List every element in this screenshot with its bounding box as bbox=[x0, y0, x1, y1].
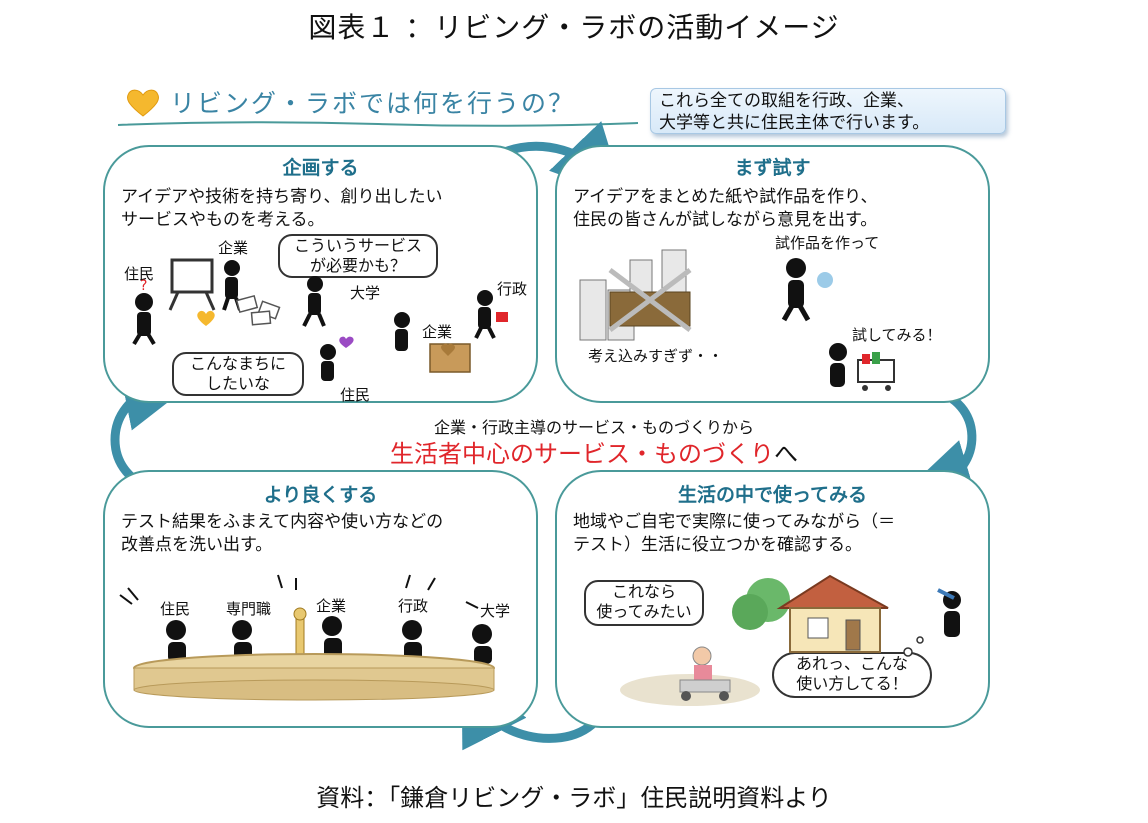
center-big-red: 生活者中心のサービス・ものづくり bbox=[390, 440, 774, 468]
tree-icon bbox=[732, 578, 790, 630]
label-overthink: 考え込みすぎず・・ bbox=[588, 347, 724, 365]
source-caption: 資料：「鎌倉リビング・ラボ」住民説明資料より bbox=[316, 784, 832, 812]
plan-thought-bubble: こんなまちに したいな bbox=[172, 352, 304, 396]
box-icon bbox=[429, 343, 471, 373]
plan-thought-line-2: したいな bbox=[205, 374, 270, 393]
use-thought-line-1: あれっ、こんな bbox=[795, 654, 908, 673]
person-shopping-cart-icon bbox=[829, 343, 847, 387]
person-telescope-icon bbox=[937, 588, 961, 637]
person-maker-icon bbox=[781, 258, 833, 322]
label-resident-2: 住民 bbox=[340, 386, 371, 404]
label-make-prototype: 試作品を作って bbox=[775, 234, 880, 252]
plan-speech-bubble: こういうサービス が必要かも？ bbox=[278, 234, 438, 278]
use-bubble-line-2: 使ってみたい bbox=[596, 602, 692, 621]
panel-plan-title: 企画する bbox=[282, 157, 359, 179]
panel-plan-desc-1: アイデアや技術を持ち寄り、創り出したい bbox=[121, 187, 443, 207]
giraffe-icon bbox=[293, 607, 307, 657]
small-heart-icon bbox=[197, 310, 215, 326]
label-resident-1: 住民 bbox=[124, 265, 155, 283]
panel-improve-title: より良くする bbox=[263, 484, 378, 506]
label-company-2: 企業 bbox=[422, 323, 453, 341]
label-improve-company: 企業 bbox=[316, 597, 347, 615]
label-improve-expert: 専門職 bbox=[226, 600, 272, 618]
use-bubble-line-1: これなら bbox=[611, 582, 676, 601]
label-government-1: 行政 bbox=[497, 280, 528, 298]
note-line-1: これら全ての取組を行政、企業、 bbox=[659, 91, 914, 111]
label-improve-resident: 住民 bbox=[160, 600, 191, 618]
meeting-people-icon bbox=[166, 616, 492, 664]
figure-title: 図表１ ：リビング・ラボの活動イメージ bbox=[308, 11, 840, 44]
heading-underline bbox=[117, 121, 639, 127]
panel-plan-desc-2: サービスやものを考える。 bbox=[121, 210, 325, 230]
purple-heart-icon bbox=[339, 336, 354, 348]
easel-icon bbox=[168, 258, 216, 311]
plan-illustration: ? bbox=[132, 258, 508, 381]
label-improve-government: 行政 bbox=[398, 597, 429, 615]
person-resident-icon bbox=[132, 293, 156, 346]
person-resident-2-icon bbox=[320, 344, 336, 381]
person-company-icon bbox=[222, 260, 242, 311]
use-speech-bubble: これなら 使ってみたい bbox=[584, 580, 704, 626]
center-big-text: 生活者中心のサービス・ものづくりへ bbox=[0, 434, 1148, 469]
use-thought-line-2: 使い方してる！ bbox=[796, 674, 908, 693]
panel-try-desc-1: アイデアをまとめた紙や試作品を作り、 bbox=[573, 187, 878, 207]
label-university-1: 大学 bbox=[350, 284, 381, 302]
panel-improve-desc-1: テスト結果をふまえて内容や使い方などの bbox=[121, 512, 444, 532]
label-try-it: 試してみる！ bbox=[852, 326, 942, 344]
use-illustration bbox=[620, 574, 961, 706]
center-small-text: 企業・行政主導のサービス・ものづくりから bbox=[433, 418, 754, 437]
panel-try: まず試す アイデアをまとめた紙や試作品を作り、 住民の皆さんが試しながら意見を出… bbox=[555, 145, 990, 403]
shopping-cart-icon bbox=[857, 352, 895, 391]
panel-use-title: 生活の中で使ってみる bbox=[677, 484, 868, 506]
plan-bubble-line-2: が必要かも？ bbox=[309, 256, 406, 275]
emphasis-lines-icon bbox=[119, 574, 479, 609]
heart-icon bbox=[127, 89, 159, 117]
svg-text:?: ? bbox=[140, 278, 147, 294]
panel-use-desc-1: 地域やご自宅で実際に使ってみながら（＝ bbox=[573, 512, 896, 532]
panel-use-desc-2: テスト）生活に役立つかを確認する。 bbox=[573, 535, 862, 555]
plan-bubble-line-1: こういうサービス bbox=[293, 236, 422, 255]
section-heading: リビング・ラボでは何を行うの？ bbox=[170, 89, 576, 118]
panel-try-desc-2: 住民の皆さんが試しながら意見を出す。 bbox=[573, 210, 878, 230]
elderly-scooter-icon bbox=[620, 646, 760, 706]
person-company-2-icon bbox=[394, 312, 410, 351]
label-improve-university: 大学 bbox=[480, 602, 511, 620]
center-big-tail: へ bbox=[774, 440, 798, 468]
panel-try-title: まず試す bbox=[734, 157, 811, 179]
person-university-icon bbox=[302, 276, 326, 327]
note-box: これら全ての取組を行政、企業、 大学等と共に住民主体で行います。 bbox=[650, 88, 1006, 134]
house-icon bbox=[776, 574, 889, 653]
plan-thought-line-1: こんなまちに bbox=[189, 354, 286, 373]
use-thought-bubble: あれっ、こんな 使い方してる！ bbox=[772, 652, 932, 698]
papers-icon bbox=[235, 294, 281, 326]
improve-illustration bbox=[119, 574, 495, 701]
person-government-icon bbox=[474, 290, 508, 339]
try-illustration bbox=[579, 249, 895, 391]
note-line-2: 大学等と共に住民主体で行います。 bbox=[659, 113, 930, 133]
label-company-1: 企業 bbox=[218, 239, 249, 257]
panel-improve-desc-2: 改善点を洗い出す。 bbox=[121, 535, 273, 555]
